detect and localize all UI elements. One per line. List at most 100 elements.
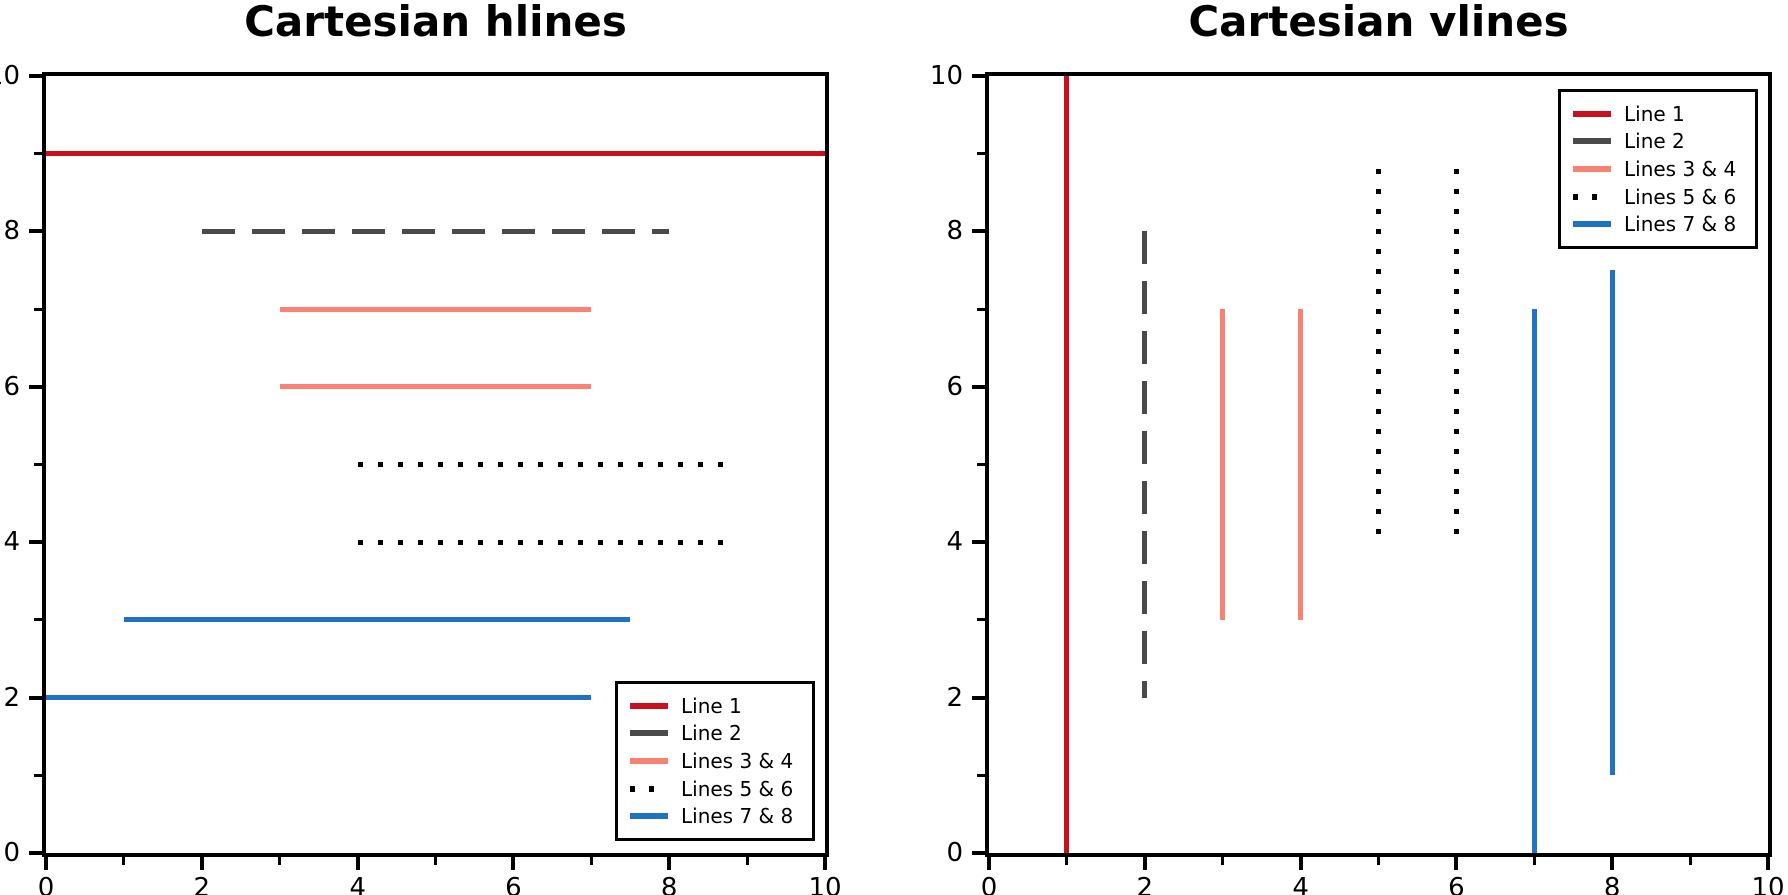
legend-item: Lines 3 & 4: [1573, 157, 1743, 181]
y-minor-tick: [34, 618, 42, 622]
x-minor-tick: [1221, 857, 1225, 865]
x-tick-label: 6: [1448, 873, 1465, 895]
y-tick-label: 10: [929, 61, 963, 91]
line-solid: [279, 384, 592, 390]
legend-item: Lines 5 & 6: [1573, 185, 1743, 209]
legend-key-dashed-swatch: [1573, 138, 1611, 145]
y-tick-label: 2: [946, 682, 963, 713]
x-minor-tick: [122, 857, 126, 865]
x-major-tick: [1610, 857, 1615, 870]
legend-key-dashed-swatch: [630, 730, 668, 737]
legend-label: Lines 7 & 8: [1624, 212, 1737, 237]
line-dotted: [357, 539, 732, 545]
y-tick-label: 6: [946, 371, 963, 402]
x-tick-label: 6: [505, 873, 522, 895]
legend-key-solid-swatch: [630, 813, 668, 820]
legend-label: Lines 5 & 6: [1624, 184, 1737, 209]
x-major-tick: [987, 857, 991, 870]
line-solid: [1298, 309, 1304, 620]
y-major-tick: [29, 851, 42, 855]
legend-key-solid-swatch: [1573, 110, 1611, 117]
line-solid: [46, 695, 592, 701]
x-major-tick: [511, 857, 516, 870]
legend-key-dotted-swatch: [630, 785, 668, 792]
x-tick-label: 2: [1136, 873, 1154, 895]
legend-item: Line 1: [1573, 102, 1743, 126]
legend-item: Lines 5 & 6: [630, 777, 800, 801]
y-major-tick: [29, 74, 42, 78]
x-tick-label: 4: [1292, 873, 1309, 895]
legend-key-solid-swatch: [1573, 165, 1611, 172]
right-chart-title: Cartesian vlines: [1188, 0, 1569, 46]
legend-label: Lines 3 & 4: [681, 748, 794, 773]
x-minor-tick: [278, 857, 282, 865]
y-tick-label: 8: [946, 216, 963, 247]
legend-label: Line 1: [1624, 101, 1685, 126]
x-tick-label: 2: [193, 873, 211, 895]
y-major-tick: [972, 74, 985, 78]
y-tick-label: 4: [946, 527, 963, 558]
y-major-tick: [972, 851, 985, 855]
y-major-tick: [29, 384, 42, 389]
legend-key-solid-swatch: [630, 702, 668, 709]
y-major-tick: [29, 229, 42, 234]
y-minor-tick: [977, 618, 985, 622]
y-major-tick: [29, 695, 42, 700]
left-chart-title: Cartesian hlines: [244, 0, 627, 46]
y-minor-tick: [34, 463, 42, 466]
y-minor-tick: [977, 152, 985, 156]
legend-label: Lines 5 & 6: [681, 776, 794, 801]
legend-item: Lines 7 & 8: [630, 804, 800, 828]
line-solid: [1609, 270, 1615, 776]
line-dashed: [1142, 231, 1148, 698]
legend-label: Line 1: [681, 693, 742, 718]
x-tick-label: 10: [1751, 873, 1785, 895]
x-minor-tick: [1532, 857, 1536, 865]
y-major-tick: [29, 540, 42, 545]
legend-item: Lines 3 & 4: [630, 749, 800, 773]
line-solid: [1064, 76, 1070, 853]
y-minor-tick: [977, 773, 985, 777]
y-minor-tick: [977, 463, 985, 466]
line-solid: [1531, 309, 1537, 853]
x-tick-label: 8: [1603, 873, 1621, 895]
y-minor-tick: [34, 773, 42, 777]
x-minor-tick: [1065, 857, 1069, 865]
x-major-tick: [44, 857, 48, 870]
y-tick-label: 2: [3, 682, 20, 713]
line-dotted: [1376, 169, 1381, 543]
x-major-tick: [1766, 857, 1770, 870]
x-major-tick: [667, 857, 672, 870]
y-major-tick: [972, 229, 985, 234]
y-tick-label: 0: [946, 838, 963, 868]
y-tick-label: 6: [3, 371, 20, 402]
legend-item: Lines 7 & 8: [1573, 212, 1743, 236]
line-solid: [279, 306, 592, 312]
x-minor-tick: [434, 857, 437, 865]
y-minor-tick: [34, 152, 42, 156]
y-major-tick: [972, 384, 985, 389]
y-tick-label: 4: [3, 527, 20, 558]
legend-key-solid-swatch: [1573, 221, 1611, 228]
x-tick-label: 8: [660, 873, 678, 895]
x-major-tick: [1142, 857, 1147, 870]
x-major-tick: [355, 857, 360, 870]
x-tick-label: 0: [980, 873, 998, 895]
line-solid: [1220, 309, 1226, 620]
line-dotted: [1453, 169, 1459, 543]
x-minor-tick: [745, 857, 749, 865]
x-tick-label: 10: [808, 873, 842, 895]
legend-item: Line 1: [630, 694, 800, 718]
y-tick-label: 10: [0, 61, 20, 91]
x-major-tick: [1298, 857, 1303, 870]
legend-label: Line 2: [681, 721, 742, 746]
line-dashed: [201, 228, 670, 234]
line-solid: [46, 151, 825, 157]
y-tick-label: 0: [3, 838, 20, 868]
legend-label: Lines 3 & 4: [1624, 156, 1737, 181]
line-solid: [123, 617, 631, 623]
